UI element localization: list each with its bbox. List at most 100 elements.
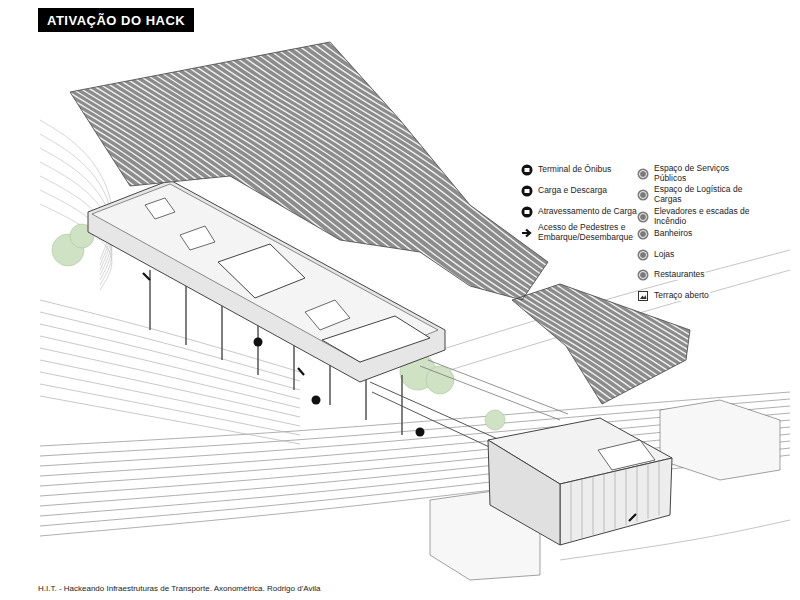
roof-rib [0,0,800,464]
roof-rib [0,0,800,473]
roof-rib [0,0,800,506]
legend-label: Espaço de Logística de Cargas [653,185,759,205]
roof-rib [86,0,800,338]
roof-rib [17,0,800,433]
roof-rib [44,0,800,393]
legend-item: Restaurantes [637,269,706,281]
roof-rib [0,0,788,559]
legend-icon [521,164,533,176]
legend-icon [521,227,533,239]
mullion [648,463,649,518]
icon-glyph [640,295,647,299]
mullion [571,481,572,541]
icon-ring [640,213,647,220]
roof-rib [0,7,763,594]
roof-rib [47,0,800,389]
roof-rib [0,0,800,464]
service-block [145,198,175,219]
icon-disc [522,207,533,218]
icon-disc [522,165,533,176]
roof-rib [0,0,800,506]
roof-rib [59,0,800,372]
icon-disc [638,189,649,200]
icon-arrow [522,229,530,236]
title: ATIVAÇÃO DO HACK [47,13,185,28]
city-block [660,400,780,480]
plan-icon [254,338,263,347]
icon-disc [638,168,649,179]
roof-rib [0,0,785,563]
rail-track [40,336,300,399]
roof-rib [0,0,783,566]
roof-rib [0,0,793,551]
roof-rib [0,0,800,514]
roof-rib [81,0,800,345]
mullion [626,468,627,525]
legend-icon [637,249,649,261]
roof-rib [56,0,800,376]
legend-icon [637,269,649,281]
roof-rib [0,0,800,490]
icon-ring [640,170,647,177]
roof-rib [66,0,800,364]
icon-square [639,292,648,301]
roof-rib [0,0,800,536]
roof-rib [75,0,800,353]
roof-rib [0,0,800,533]
roof-rib [0,0,777,574]
access-arrow [298,368,304,375]
icon-ring [640,272,647,279]
roof-rib [0,0,800,490]
roof-rib [0,0,772,582]
icon-ring [640,231,647,238]
roof-rib [78,0,800,349]
building-facade [560,458,672,545]
shop-block [305,300,350,330]
roof-rib [50,0,800,385]
roof-rib [0,0,800,540]
bridge [370,382,500,452]
roof-rib [0,0,775,578]
roof-rib [0,0,769,586]
roof-rib [0,0,800,494]
roof-rib [0,87,705,600]
restaurant-block [218,244,305,298]
legend-label: Elevadores e escadas de Incêndio [653,207,759,227]
title-bar: ATIVAÇÃO DO HACK [38,8,194,32]
roof-outline [70,42,548,300]
mullion [659,461,660,516]
plan-icon [312,396,321,405]
roof-rib [0,0,800,486]
roof-rib [72,0,800,357]
mullion [582,479,583,539]
roof-rib [0,51,733,600]
mullion [604,474,605,532]
roof-rib [0,0,800,510]
contour-line [40,134,112,265]
legend-item: Terraço aberto [637,290,710,302]
legend-label: Restaurantes [653,270,706,280]
roof-block [598,440,655,470]
legend-icon [637,168,649,180]
roof-rib [53,0,800,380]
icon-disc [638,229,649,240]
roof-rib [5,0,800,451]
roof-rib [0,60,727,600]
roof-rib [78,0,800,349]
roof-rib [0,25,752,600]
roof-rib [38,0,800,401]
roof-rib [0,0,800,529]
roof-rib [0,0,800,481]
rail-track [40,384,300,435]
roof-rib [0,0,800,502]
building-facade [488,440,560,545]
roof-rib [0,0,800,529]
roof-rib [0,0,793,551]
icon-disc [522,186,533,197]
roof-rib [20,0,800,428]
roof-rib [62,0,800,368]
roof-rib [25,0,800,419]
roof-rib [0,0,785,563]
roof-rib [0,0,798,544]
